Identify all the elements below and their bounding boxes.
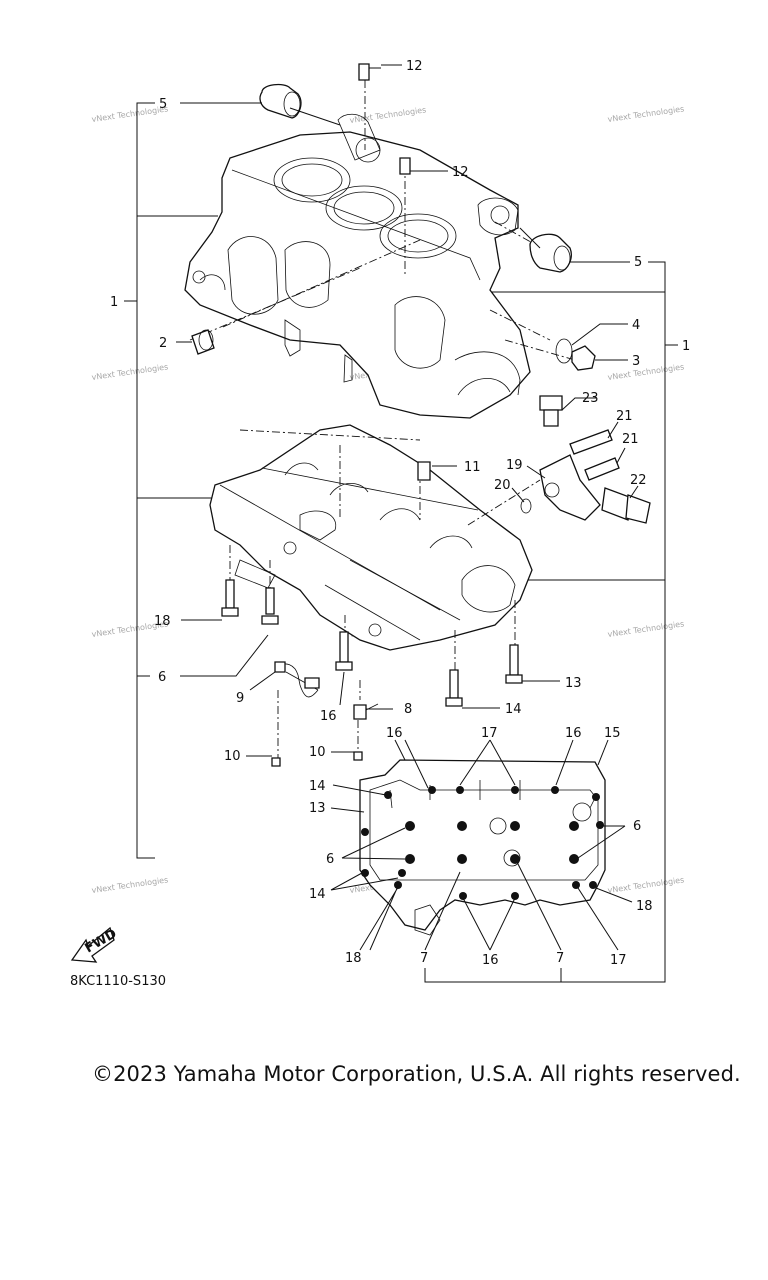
callout-label: 18: [345, 951, 362, 966]
callout-label: 7: [556, 951, 564, 966]
crankcase-exploded-diagram: vNext Technologies vNext Technologies vN…: [70, 59, 690, 989]
fwd-arrow-icon: FWD: [70, 926, 120, 963]
callout-label: 16: [482, 953, 499, 968]
callout-label: 1: [682, 339, 690, 354]
callouts: 12 5 12 5 1 1 2 4 3 23 21 21 11 19 20 22…: [110, 59, 690, 968]
callout-label: 21: [616, 409, 633, 424]
callout-label: 10: [309, 745, 326, 760]
callout-label: 12: [452, 165, 469, 180]
callout-label: 20: [494, 478, 511, 493]
callout-label: 11: [464, 460, 481, 475]
lower-crankcase: [209, 424, 533, 651]
small-parts: [191, 63, 651, 767]
assembly-brackets: [124, 102, 678, 983]
watermark: vNext Technologies: [349, 105, 427, 125]
watermark: vNext Technologies: [91, 362, 169, 382]
callout-label: 16: [386, 726, 403, 741]
callout-label: 6: [633, 819, 641, 834]
watermark: vNext Technologies: [607, 362, 685, 382]
callout-label: 17: [481, 726, 498, 741]
callout-label: 6: [326, 852, 334, 867]
bolt-holes: [361, 786, 604, 900]
callout-label: 18: [636, 899, 653, 914]
callout-label: 15: [604, 726, 621, 741]
callout-label: 3: [632, 354, 640, 369]
callout-label: 1: [110, 295, 118, 310]
callout-label: 14: [309, 887, 326, 902]
callout-label: 10: [224, 749, 241, 764]
copyright-notice: ©2023 Yamaha Motor Corporation, U.S.A. A…: [92, 1062, 741, 1086]
callout-label: 18: [154, 614, 171, 629]
leader-lines: [176, 64, 639, 951]
watermark: vNext Technologies: [607, 619, 685, 639]
callout-label: 22: [630, 473, 647, 488]
callout-label: 14: [309, 779, 326, 794]
fwd-label: FWD: [83, 926, 120, 956]
callout-label: 16: [320, 709, 337, 724]
watermark: vNext Technologies: [607, 875, 685, 895]
callout-label: 5: [159, 97, 167, 112]
crankcase-bottom-view: [359, 759, 606, 936]
callout-label: 2: [159, 336, 167, 351]
callout-label: 12: [406, 59, 423, 74]
watermark: vNext Technologies: [607, 104, 685, 124]
callout-label: 13: [309, 801, 326, 816]
callout-label: 16: [565, 726, 582, 741]
alignment-lines: [189, 80, 576, 760]
watermark: vNext Technologies: [91, 104, 169, 124]
callout-label: 21: [622, 432, 639, 447]
callout-label: 9: [236, 691, 244, 706]
callout-label: 5: [634, 255, 642, 270]
callout-label: 7: [420, 951, 428, 966]
callout-label: 13: [565, 676, 582, 691]
callout-label: 8: [404, 702, 412, 717]
callout-label: 17: [610, 953, 627, 968]
watermark: vNext Technologies: [91, 875, 169, 895]
callout-label: 6: [158, 670, 166, 685]
callout-label: 4: [632, 318, 640, 333]
upper-crankcase: [184, 113, 531, 419]
callout-label: 23: [582, 391, 599, 406]
callout-label: 14: [505, 702, 522, 717]
callout-label: 19: [506, 458, 523, 473]
diagram-code: 8KC1110-S130: [70, 974, 166, 989]
